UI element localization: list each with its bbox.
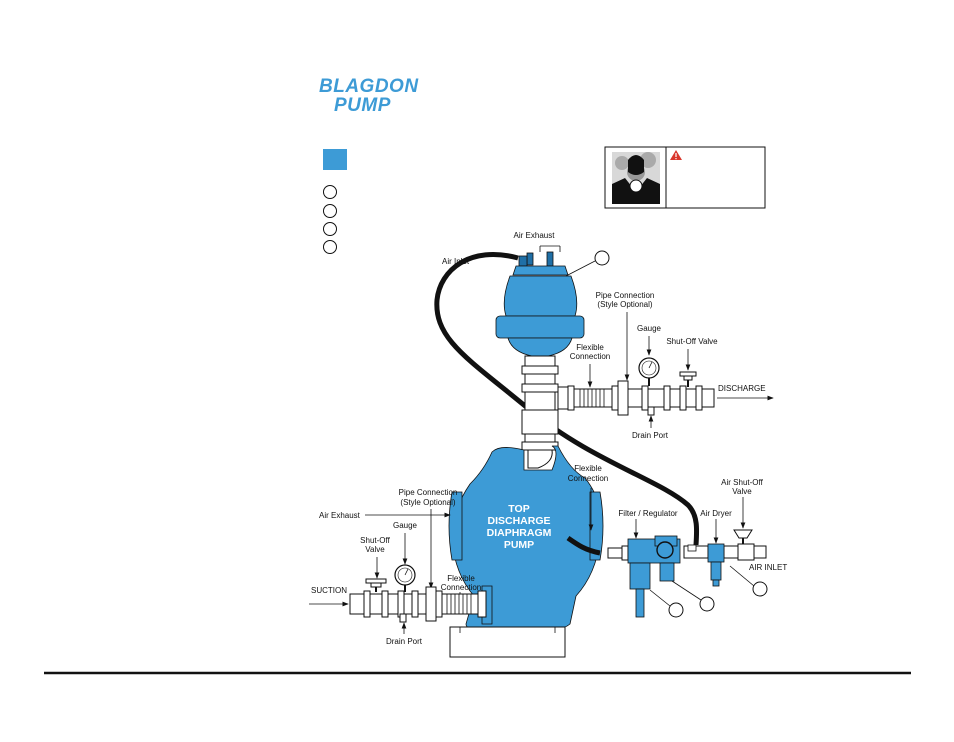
pump-label-line4: PUMP	[504, 539, 534, 551]
gauge-left	[394, 564, 416, 592]
callout-filter	[668, 602, 684, 618]
air-supply-line	[607, 543, 767, 561]
diagram-labels: Air Exhaust Air Inlet Pipe Connection (S…	[311, 231, 787, 646]
label-air-shutoff-2: Valve	[732, 487, 752, 496]
label-filter-regulator: Filter / Regulator	[618, 509, 677, 518]
discharge-line	[557, 380, 715, 416]
label-flex-top-1: Flexible	[576, 343, 604, 352]
label-shutoff-left-2: Valve	[365, 545, 385, 554]
label-air-inlet-right: AIR INLET	[749, 563, 787, 572]
label-pipe-connection-left-1: Pipe Connection	[399, 488, 458, 497]
callout-circles	[594, 250, 768, 618]
company-logo: BLAGDON PUMP	[319, 76, 419, 116]
vertical-pipe	[521, 355, 559, 469]
legend-circles	[323, 185, 337, 254]
label-flex-mid-2: Connection	[568, 474, 608, 483]
label-suction: SUCTION	[311, 586, 347, 595]
label-gauge-top: Gauge	[637, 324, 662, 333]
air-dryer	[707, 543, 725, 587]
legend-circle-2	[323, 204, 337, 218]
label-pipe-connection-top-2: (Style Optional)	[597, 300, 652, 309]
callout-air-inlet	[752, 581, 768, 597]
label-flex-top-2: Connection	[570, 352, 610, 361]
label-drain-port-left: Drain Port	[386, 637, 423, 646]
label-flex-mid-1: Flexible	[574, 464, 602, 473]
label-flex-left-1: Flexible	[447, 574, 475, 583]
suction-line	[349, 586, 487, 623]
label-air-inlet: Air Inlet	[442, 257, 470, 266]
callout-top-pump	[594, 250, 610, 266]
shutoff-valve-left	[365, 578, 387, 592]
callout-regulator	[699, 596, 715, 612]
label-air-exhaust-top: Air Exhaust	[514, 231, 556, 240]
shutoff-valve-top	[679, 371, 697, 387]
label-air-dryer: Air Dryer	[700, 509, 732, 518]
label-flex-left-2: Connection	[441, 583, 481, 592]
air-supply-hose	[566, 535, 601, 556]
air-shutoff-valve	[733, 529, 753, 544]
label-pipe-connection-left-2: (Style Optional)	[400, 498, 455, 507]
filter-regulator	[627, 535, 697, 618]
legend-circle-3	[323, 222, 337, 236]
logo-line1: BLAGDON	[319, 76, 419, 97]
pump-label-line2: DISCHARGE	[487, 515, 550, 527]
top-pump	[495, 251, 585, 357]
legend-circle-1	[323, 185, 337, 199]
label-shutoff-left-1: Shut-Off	[360, 536, 390, 545]
legend-square	[323, 149, 347, 170]
warning-box	[604, 146, 766, 209]
label-pipe-connection-top-1: Pipe Connection	[596, 291, 655, 300]
label-air-shutoff-1: Air Shut-Off	[721, 478, 763, 487]
pump-label-line1: TOP	[508, 503, 529, 515]
pump-base	[449, 626, 566, 658]
warning-triangle-icon	[670, 150, 682, 160]
pump-label-line3: DIAPHRAGM	[487, 527, 552, 539]
label-air-exhaust-left: Air Exhaust	[319, 511, 361, 520]
callout-leaders	[565, 260, 755, 607]
label-drain-port-top: Drain Port	[632, 431, 669, 440]
label-leaders	[374, 312, 746, 634]
label-shutoff-top: Shut-Off Valve	[666, 337, 718, 346]
legend-circle-4	[323, 240, 337, 254]
explosion-hazard-icon	[612, 152, 660, 204]
main-pump: TOP DISCHARGE DIAPHRAGM PUMP	[448, 445, 604, 631]
gauge-top	[638, 357, 660, 386]
label-discharge: DISCHARGE	[718, 384, 766, 393]
label-gauge-left: Gauge	[393, 521, 418, 530]
logo-line2: PUMP	[334, 95, 391, 116]
